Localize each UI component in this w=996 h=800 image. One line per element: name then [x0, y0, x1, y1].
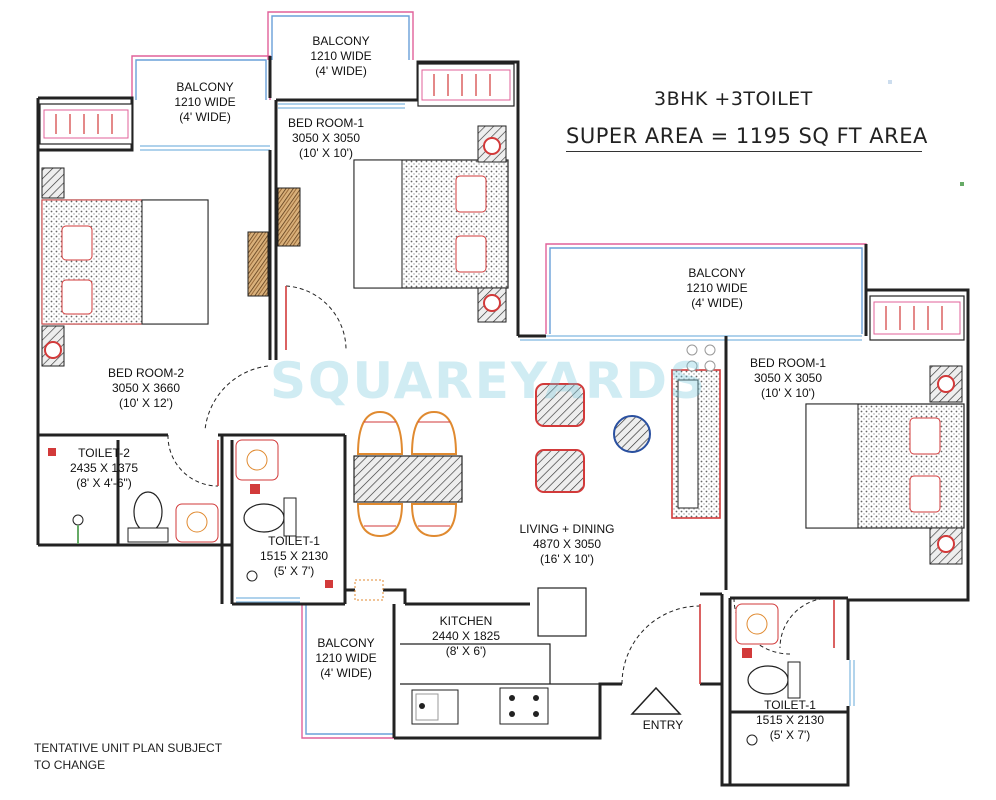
bed-bedroom-1-left — [353, 125, 509, 323]
kitchen-counter — [400, 587, 600, 725]
label-balcony-top-center: BALCONY 1210 WIDE (4' WIDE) — [296, 34, 386, 79]
bed-bedroom-1-right — [805, 365, 965, 565]
area-underline — [566, 151, 922, 152]
room-size: 3050 X 3660 — [111, 381, 181, 395]
room-imperial: (4' WIDE) — [315, 64, 367, 78]
bed-bedroom-2 — [41, 167, 209, 367]
room-name: TOILET-1 — [764, 698, 816, 712]
label-bedroom-2: BED ROOM-2 3050 X 3660 (10' X 12') — [96, 366, 196, 411]
room-size: 2440 X 1825 — [431, 629, 501, 643]
room-name: BED ROOM-2 — [107, 366, 184, 380]
room-imperial: (5' X 7') — [769, 728, 811, 742]
room-imperial: (10' X 12') — [119, 396, 173, 410]
plan-area: SUPER AREA = 1195 SQ FT AREA — [566, 124, 928, 148]
room-imperial: (10' X 10') — [299, 146, 353, 160]
plan-area-heading: SUPER AREA = 1195 SQ FT AREA — [566, 124, 928, 148]
disclaimer-line-2: TO CHANGE — [34, 758, 106, 772]
label-balcony-top-left: BALCONY 1210 WIDE (4' WIDE) — [160, 80, 250, 125]
room-size: 4870 X 3050 — [532, 537, 602, 551]
balcony-railings — [131, 11, 867, 739]
room-name: BALCONY — [688, 266, 746, 280]
room-imperial: (4' WIDE) — [179, 110, 231, 124]
label-balcony-bottom: BALCONY 1210 WIDE (4' WIDE) — [302, 636, 390, 681]
room-name: TOILET-2 — [78, 446, 130, 460]
toilet-2-fixtures — [48, 448, 219, 544]
room-imperial: (16' X 10') — [540, 552, 594, 566]
dresser-bedroom-1 — [277, 187, 301, 247]
windows — [140, 103, 862, 706]
wardrobes — [39, 63, 965, 341]
plan-heading: 3BHK +3TOILET — [654, 88, 813, 110]
room-name: KITCHEN — [439, 614, 493, 628]
disclaimer-line-1: TENTATIVE UNIT PLAN SUBJECT — [34, 741, 223, 755]
room-size: 1210 WIDE — [315, 651, 377, 665]
entry-label: ENTRY — [642, 718, 684, 732]
plan-type: 3BHK +3TOILET — [654, 88, 813, 110]
room-imperial: (4' WIDE) — [691, 296, 743, 310]
toilet-1-right-fixtures — [735, 603, 801, 746]
room-size: 1515 X 2130 — [755, 713, 825, 727]
room-name: TOILET-1 — [268, 534, 320, 548]
room-name: BALCONY — [176, 80, 234, 94]
living-furniture — [535, 344, 721, 519]
toilet-1-left-fixtures — [235, 439, 333, 588]
room-imperial: (8' X 4'-6") — [76, 476, 132, 490]
room-size: 1210 WIDE — [310, 49, 372, 63]
dresser-bedroom-2 — [247, 231, 269, 297]
room-imperial: (8' X 6') — [445, 644, 487, 658]
label-bedroom-1-right: BED ROOM-1 3050 X 3050 (10' X 10') — [740, 356, 836, 401]
room-name: LIVING + DINING — [519, 522, 615, 536]
room-imperial: (10' X 10') — [761, 386, 815, 400]
label-kitchen: KITCHEN 2440 X 1825 (8' X 6') — [418, 614, 514, 659]
label-balcony-right: BALCONY 1210 WIDE (4' WIDE) — [672, 266, 762, 311]
label-toilet-1-left: TOILET-1 1515 X 2130 (5' X 7') — [246, 534, 342, 579]
room-name: BALCONY — [317, 636, 375, 650]
label-toilet-1-right: TOILET-1 1515 X 2130 (5' X 7') — [742, 698, 838, 743]
walls — [36, 56, 970, 787]
room-name: BALCONY — [312, 34, 370, 48]
room-size: 1210 WIDE — [686, 281, 748, 295]
room-size: 1515 X 2130 — [259, 549, 329, 563]
room-name: BED ROOM-1 — [749, 356, 826, 370]
label-bedroom-1-left: BED ROOM-1 3050 X 3050 (10' X 10') — [278, 116, 374, 161]
room-size: 2435 X 1375 — [69, 461, 139, 475]
label-toilet-2: TOILET-2 2435 X 1375 (8' X 4'-6") — [56, 446, 152, 491]
entry-arrow — [630, 686, 682, 715]
room-size: 1210 WIDE — [174, 95, 236, 109]
watermark: SQUAREYARDS — [270, 352, 708, 410]
room-imperial: (4' WIDE) — [320, 666, 372, 680]
disclaimer-note: TENTATIVE UNIT PLAN SUBJECT TO CHANGE — [34, 740, 222, 774]
room-size: 3050 X 3050 — [753, 371, 823, 385]
room-imperial: (5' X 7') — [273, 564, 315, 578]
room-size: 3050 X 3050 — [291, 131, 361, 145]
room-name: BED ROOM-1 — [287, 116, 364, 130]
dining-set — [353, 410, 463, 538]
door-leaves — [217, 286, 835, 684]
label-living-dining: LIVING + DINING 4870 X 3050 (16' X 10') — [508, 522, 626, 567]
